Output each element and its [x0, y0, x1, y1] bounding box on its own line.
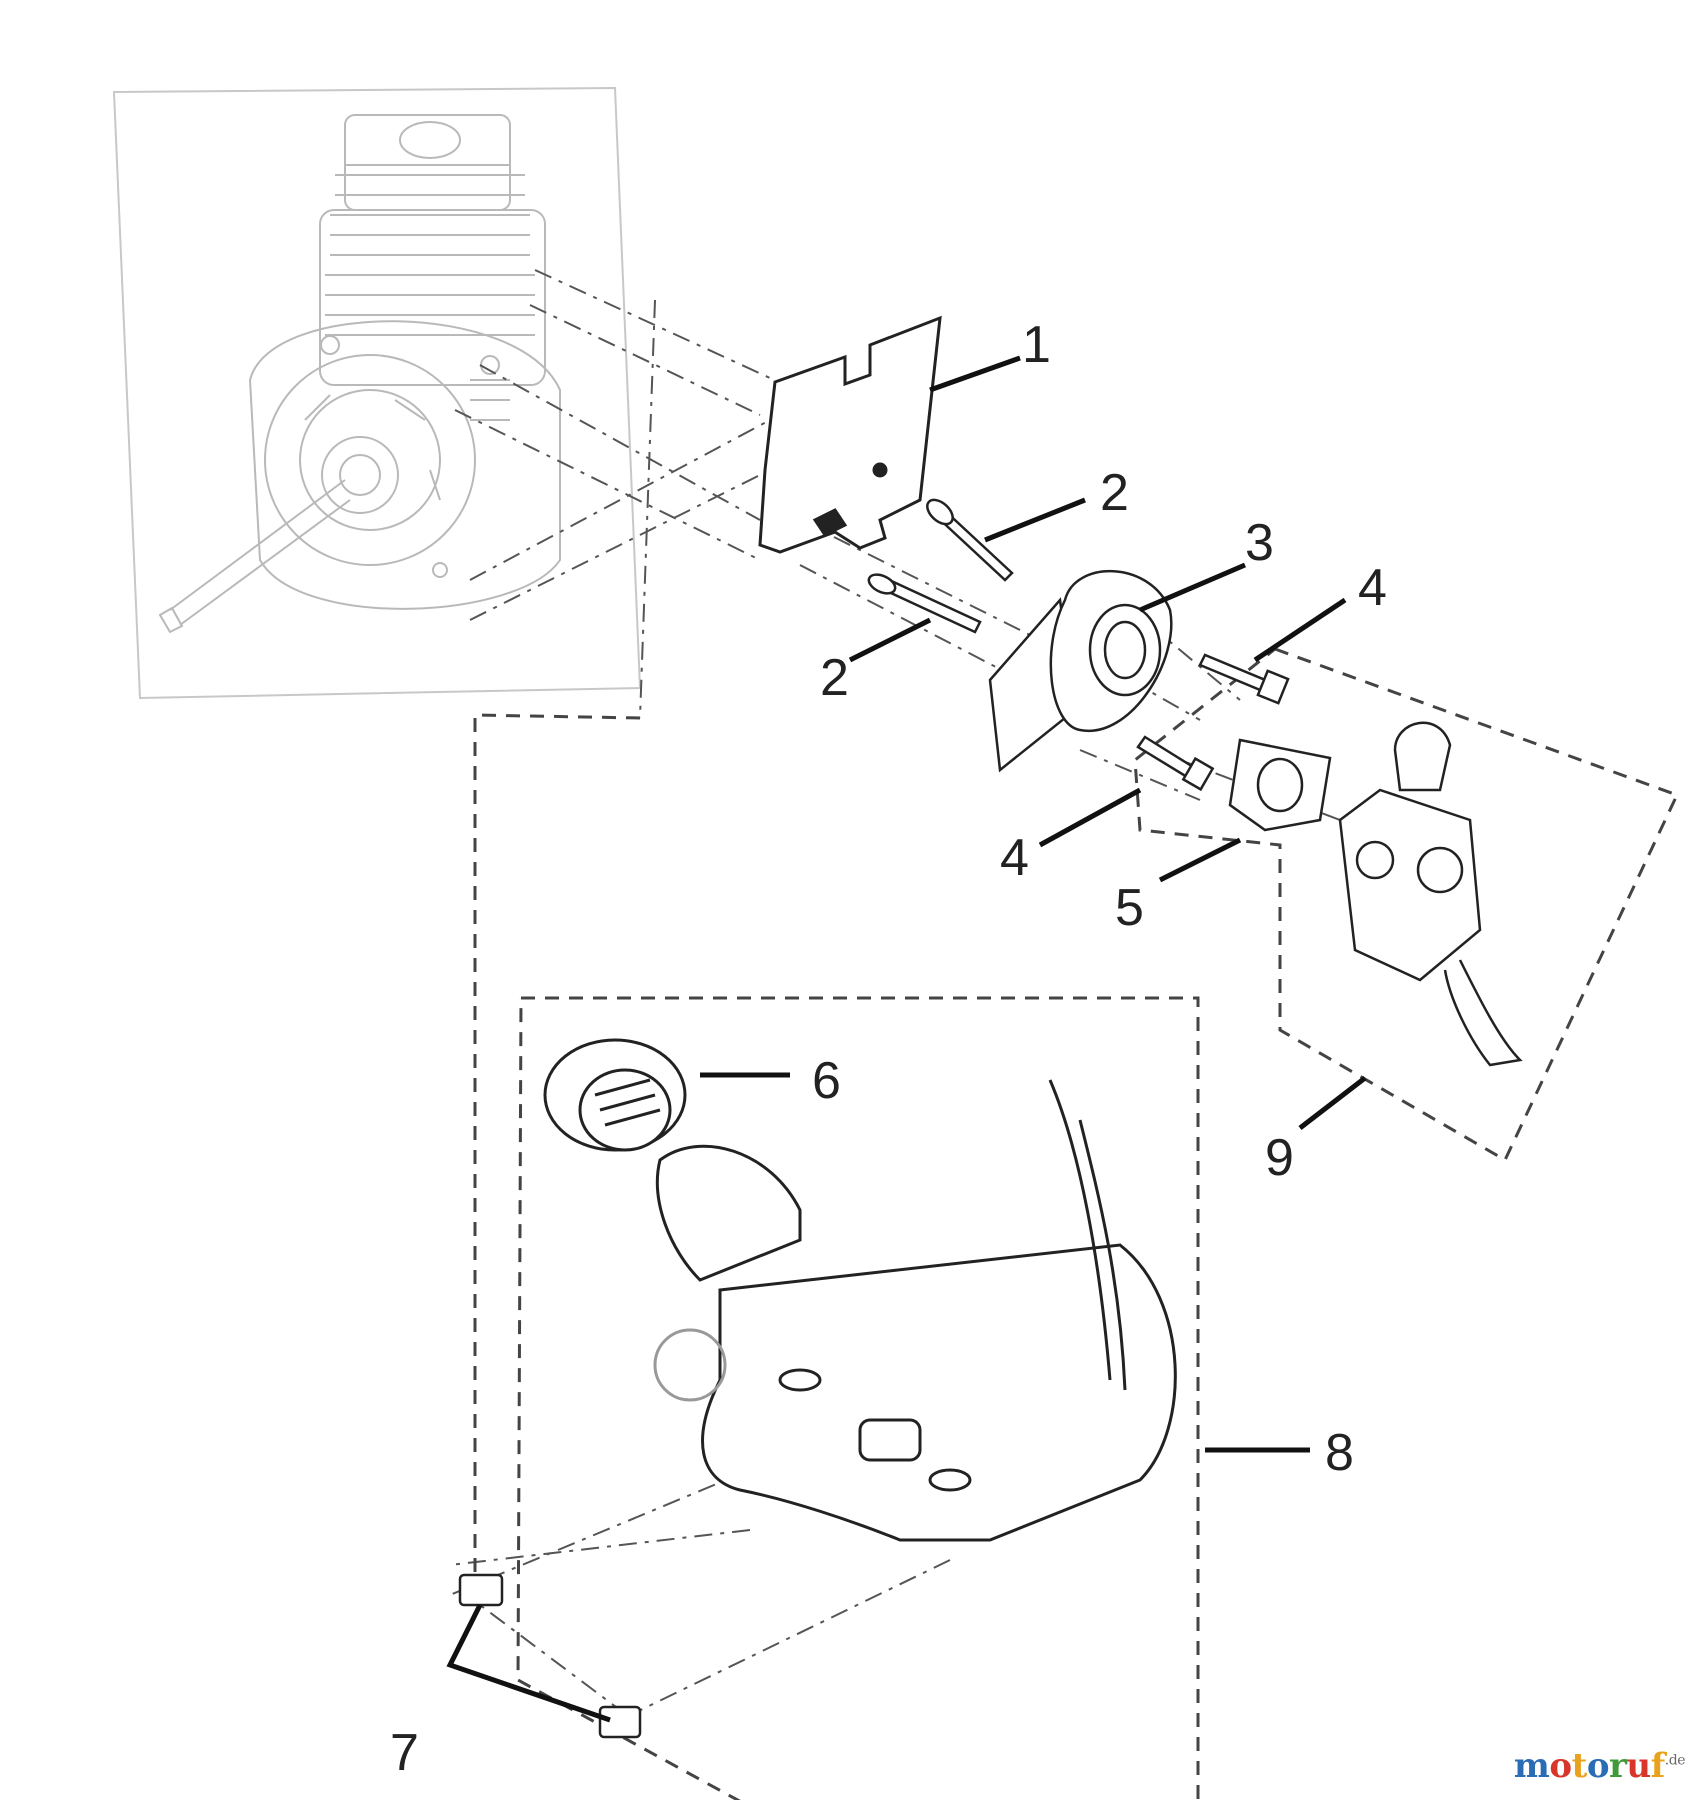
- stud-parts: [867, 498, 1014, 634]
- callout-7: 7: [390, 1724, 419, 1782]
- gasket-plate-part: [758, 315, 942, 554]
- motoruf-watermark: motoruf.de: [1513, 1746, 1686, 1786]
- bolt-parts: [1136, 653, 1290, 792]
- engine-block-illustration: [112, 86, 642, 700]
- callout-8: 8: [1325, 1424, 1354, 1482]
- watermark-letter: u: [1626, 1746, 1651, 1786]
- callout-3: 3: [1245, 514, 1274, 572]
- fuel-cap-part: [543, 1038, 687, 1152]
- callout-1: 1: [1022, 316, 1051, 374]
- watermark-domain-suffix: .de: [1664, 1752, 1686, 1769]
- callout-5: 5: [1115, 879, 1144, 937]
- watermark-letter: f: [1650, 1746, 1666, 1786]
- callout-9: 9: [1265, 1129, 1294, 1187]
- callout-6: 6: [812, 1052, 841, 1110]
- clip-parts: [458, 1573, 642, 1739]
- watermark-letter: o: [1586, 1746, 1610, 1786]
- frame-lines: [473, 647, 1680, 1800]
- leader-lines: [446, 355, 1367, 1723]
- watermark-letter: o: [1549, 1746, 1572, 1786]
- fuel-tank-part: [653, 1079, 1177, 1542]
- callout-2-upper: 2: [1100, 464, 1129, 522]
- watermark-letter: t: [1571, 1746, 1588, 1786]
- carburetor-part: [1338, 721, 1523, 1067]
- watermark-letter: m: [1513, 1746, 1550, 1786]
- callout-2-lower: 2: [820, 649, 849, 707]
- carburetor-gasket-part: [1228, 738, 1332, 832]
- watermark-letter: r: [1609, 1746, 1627, 1786]
- callout-4-upper: 4: [1358, 559, 1387, 617]
- callout-4-lower: 4: [1000, 829, 1029, 887]
